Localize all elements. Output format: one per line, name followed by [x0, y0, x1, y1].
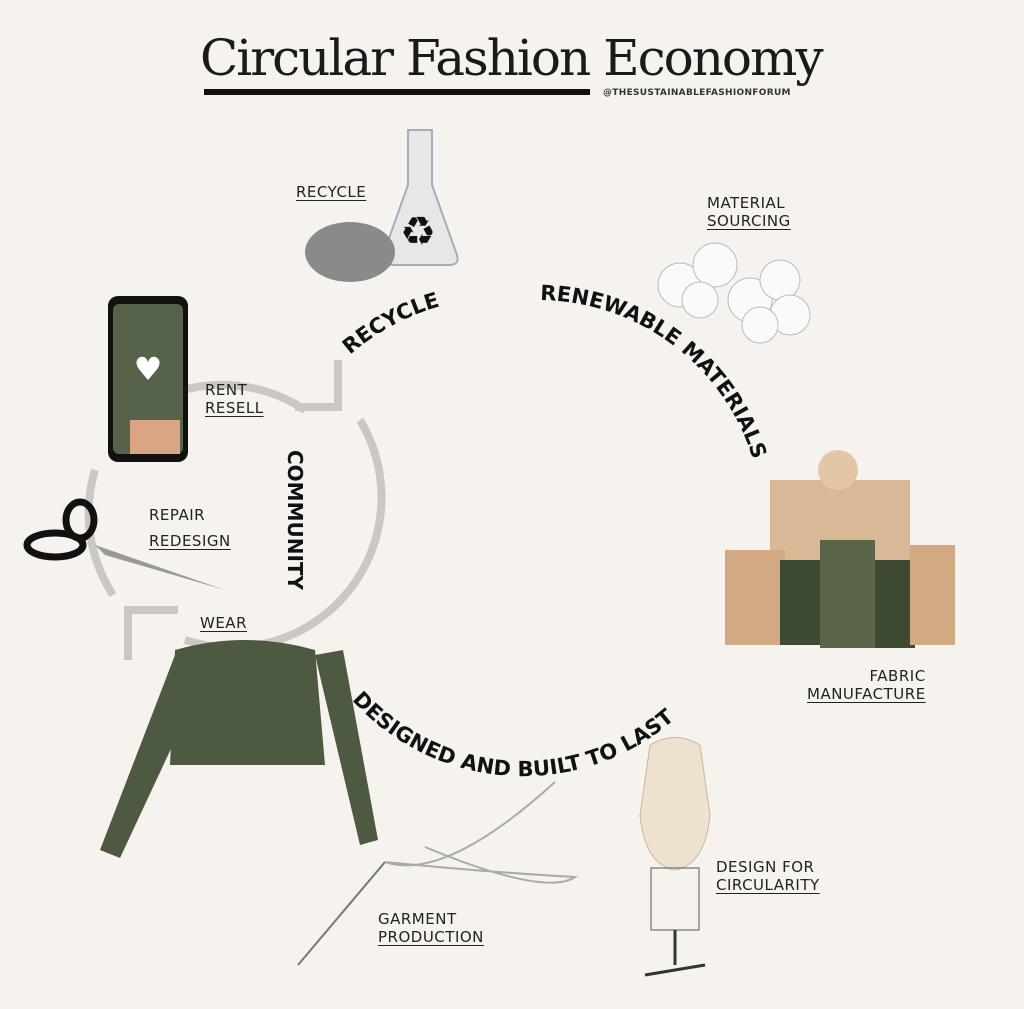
label-repair: REPAIR REDESIGN: [149, 502, 231, 554]
recycled-fiber-icon: [305, 222, 395, 282]
label-material-line2: SOURCING: [707, 212, 791, 230]
needle-thread-icon: [297, 781, 579, 966]
dress-form-icon: [639, 737, 711, 977]
arc-label-recycle: RECYCLE: [338, 288, 442, 359]
phone-icon: ♥: [108, 296, 188, 462]
label-design-line1: DESIGN FOR: [716, 858, 815, 876]
svg-text:♻: ♻: [400, 209, 436, 255]
label-repair-line2: REDESIGN: [149, 532, 231, 550]
arc-label-community: COMMUNITY: [283, 450, 307, 591]
arrow-head-icon: [124, 606, 178, 660]
label-fabric-line2: MANUFACTURE: [807, 685, 926, 703]
heart-icon: ♥: [134, 350, 163, 388]
label-design: DESIGN FOR CIRCULARITY: [716, 858, 820, 894]
label-garment: GARMENT PRODUCTION: [378, 910, 484, 946]
label-wear: WEAR: [200, 614, 247, 632]
label-material-line1: MATERIAL: [707, 194, 786, 212]
label-garment-line2: PRODUCTION: [378, 928, 484, 946]
page-title: Circular Fashion Economy: [200, 29, 824, 87]
label-garment-line1: GARMENT: [378, 910, 457, 928]
sweater-icon: [100, 640, 378, 858]
label-repair-line1: REPAIR: [149, 506, 206, 524]
cotton-icon: [657, 242, 811, 344]
label-rent-line2: RESELL: [205, 399, 264, 417]
label-fabric: FABRIC MANUFACTURE: [807, 667, 926, 703]
label-material: MATERIAL SOURCING: [707, 194, 791, 230]
label-rent-line1: RENT: [205, 381, 248, 399]
flask-recycle-icon: ♻: [381, 129, 459, 266]
label-design-line2: CIRCULARITY: [716, 876, 820, 894]
label-rent: RENT RESELL: [205, 381, 264, 417]
arrow-head-icon: [295, 360, 342, 411]
label-fabric-line1: FABRIC: [869, 667, 926, 685]
title-underline: [204, 89, 590, 95]
arc-label-designed: DESIGNED AND BUILT TO LAST: [348, 687, 678, 781]
scissors-icon: [23, 498, 225, 590]
label-recycle: RECYCLE: [296, 183, 367, 201]
fabric-rolls-icon: [725, 450, 955, 648]
brand-handle: @THESUSTAINABLEFASHIONFORUM: [603, 88, 791, 98]
